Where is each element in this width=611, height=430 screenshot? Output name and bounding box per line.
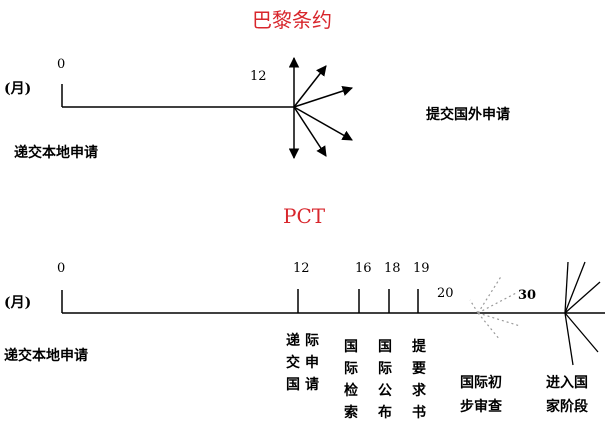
pct-col-18: 国际公布 <box>378 339 392 421</box>
pct-prelim-line1: 国际初 <box>460 375 502 391</box>
paris-foreign-application-label: 提交国外申请 <box>426 107 510 123</box>
pct-tick-30: 30 <box>518 288 537 303</box>
paris-unit-label: (月) <box>4 81 32 97</box>
pct-dotted-fan <box>469 274 521 341</box>
pct-national-line1: 进入国 <box>546 375 588 391</box>
pct-col-16: 国际检索 <box>344 339 358 421</box>
pct-tick-20: 20 <box>437 286 454 301</box>
pct-solid-fan <box>564 261 601 366</box>
pct-col-12a: 递交国 <box>286 333 300 393</box>
pct-tick-0: 0 <box>57 261 66 276</box>
pct-tick-12: 12 <box>293 261 310 276</box>
paris-title: 巴黎条约 <box>252 8 332 32</box>
pct-tick-16: 16 <box>355 261 372 276</box>
paris-tick-0: 0 <box>57 57 66 72</box>
paris-tick-12: 12 <box>250 69 267 84</box>
pct-col-12b: 际申请 <box>305 333 319 393</box>
paris-local-application-label: 递交本地申请 <box>14 145 98 161</box>
pct-unit-label: (月) <box>4 295 32 311</box>
pct-national-line2: 家阶段 <box>546 399 588 415</box>
pct-prelim-line2: 步审查 <box>460 399 502 415</box>
paris-arrow-fan <box>288 56 353 160</box>
pct-col-19: 提要求书 <box>412 339 426 421</box>
pct-tick-19: 19 <box>413 261 430 276</box>
pct-tick-18: 18 <box>384 261 401 276</box>
pct-title: PCT <box>283 204 326 228</box>
pct-local-application-label: 递交本地申请 <box>4 348 88 364</box>
